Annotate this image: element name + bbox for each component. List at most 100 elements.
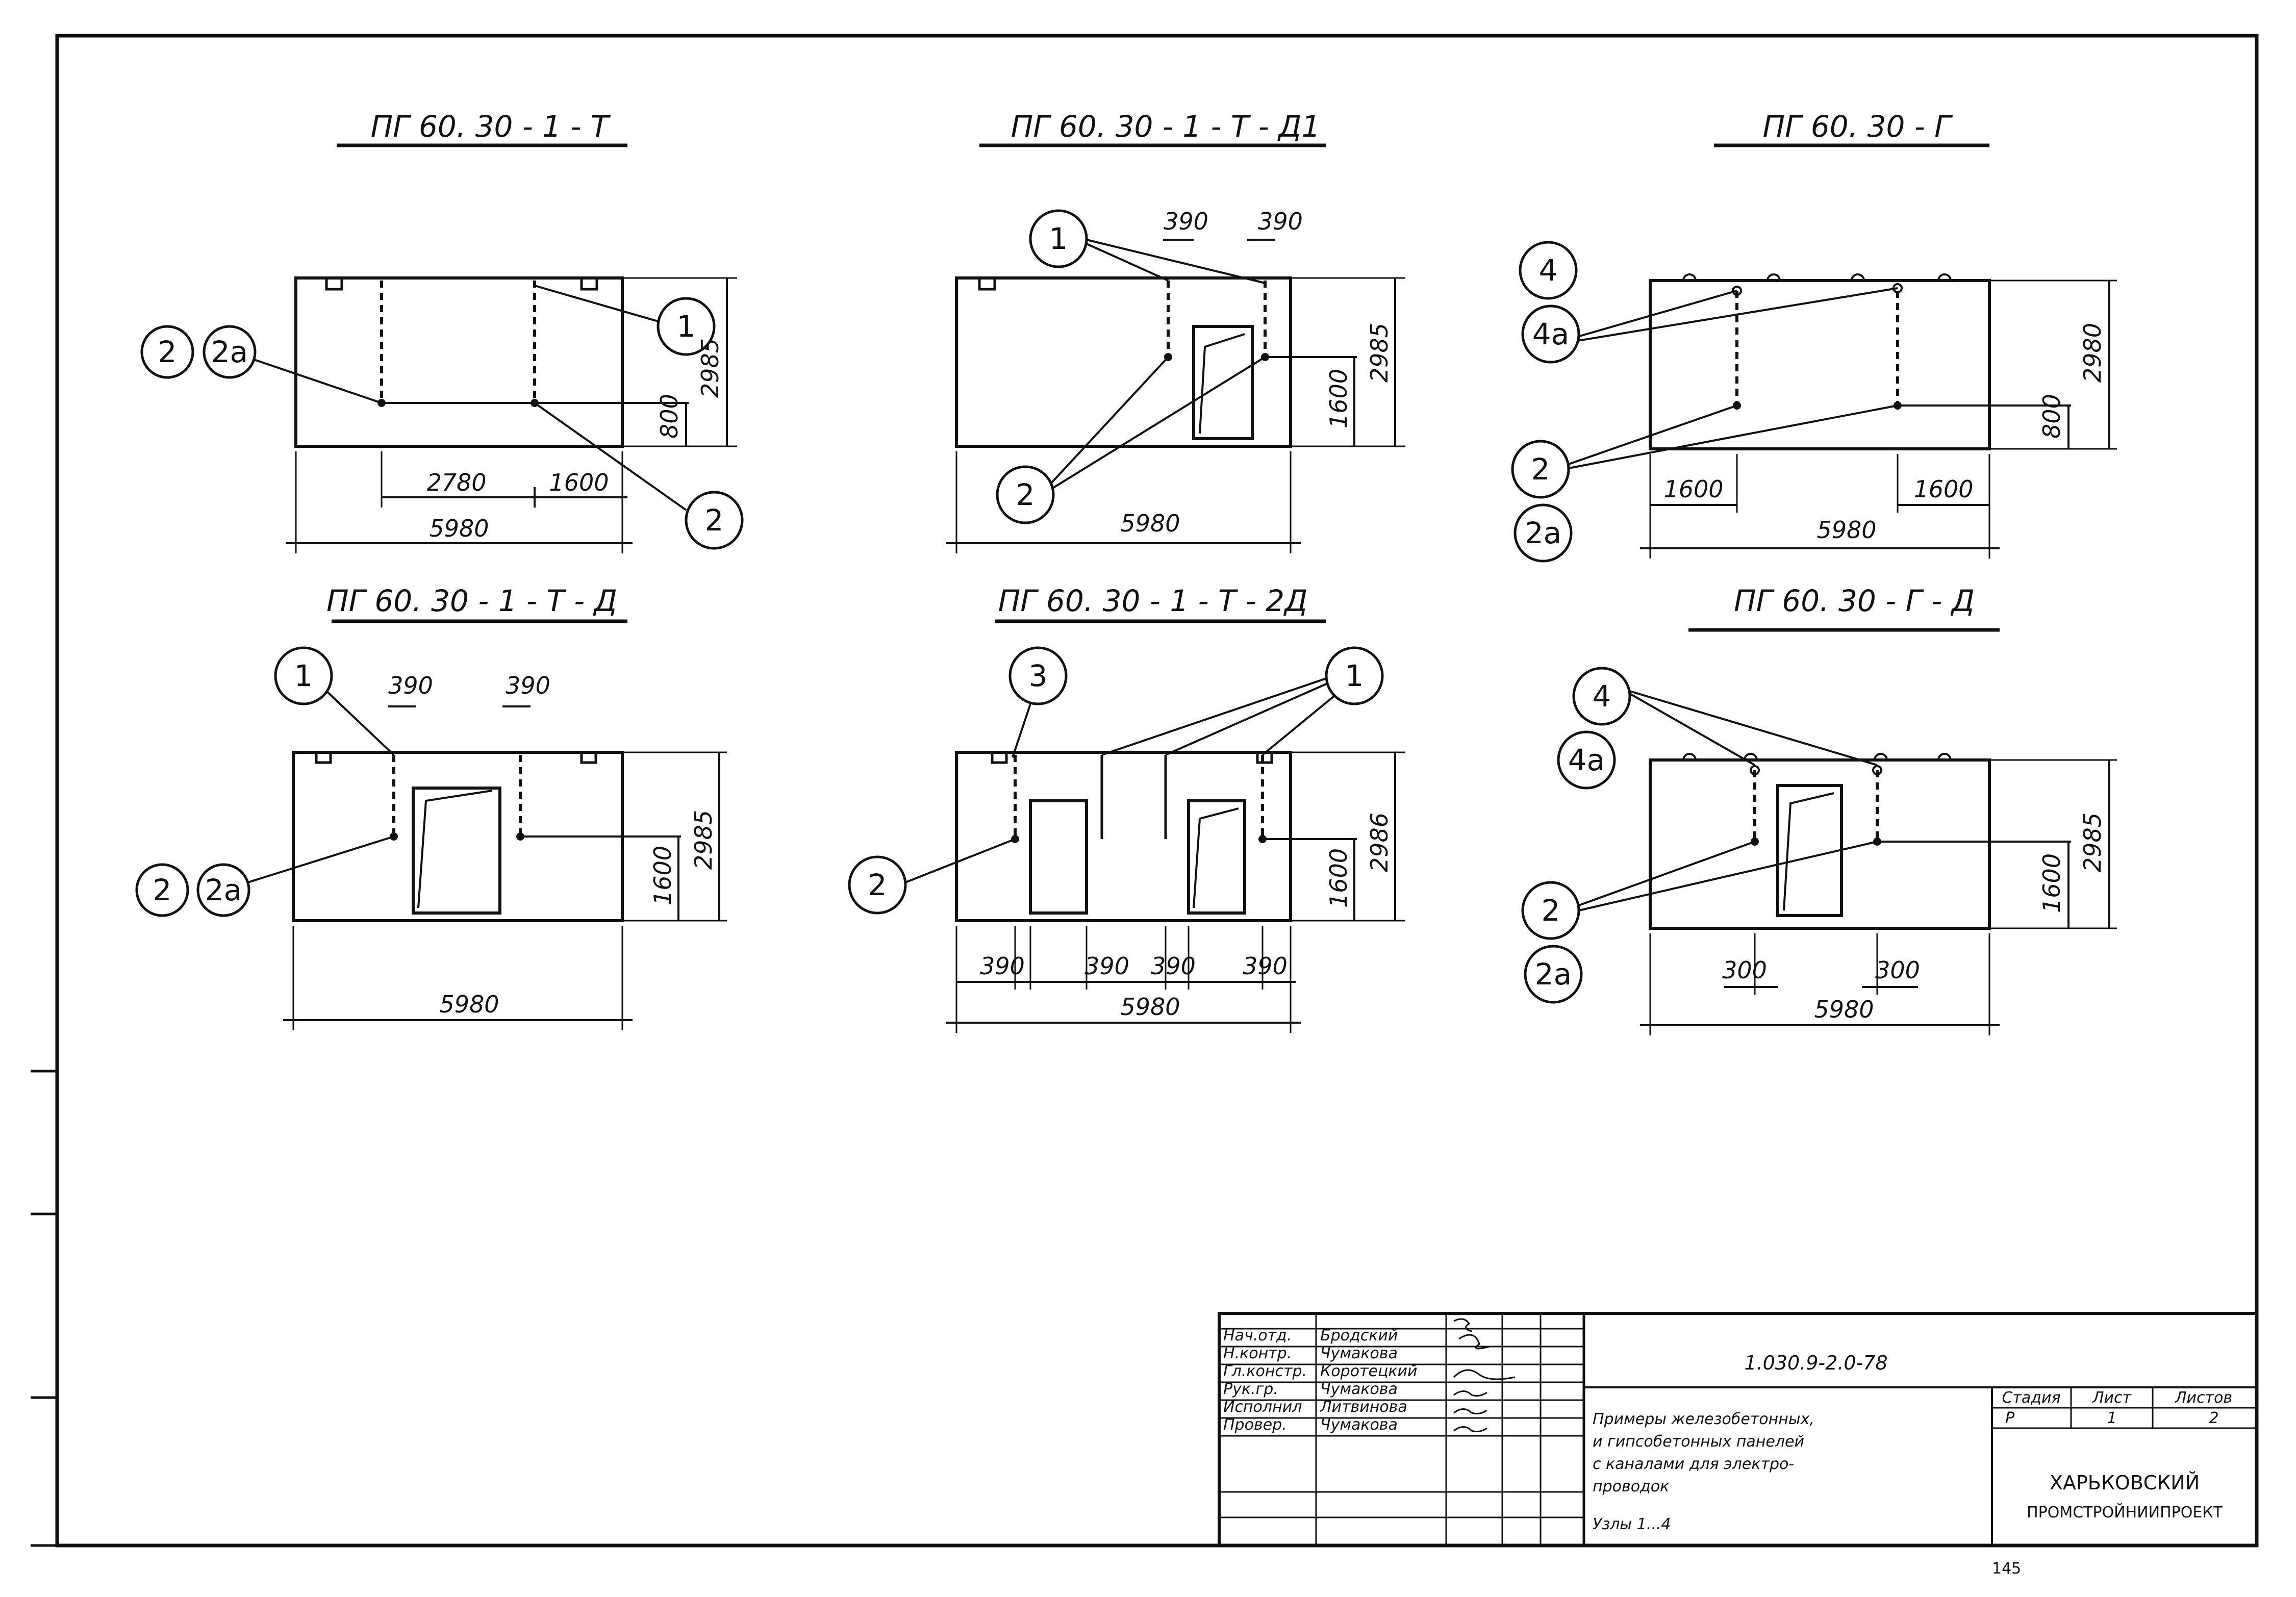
mid-height-label: 1600 (2038, 853, 2065, 913)
length-label: 5980 (1814, 996, 1874, 1023)
callout-circle (135, 863, 189, 917)
width-label: 390 (506, 672, 550, 699)
leader-line (1101, 677, 1327, 756)
height-label: 2986 (1366, 813, 1393, 872)
callout-circle (1524, 945, 1583, 1004)
panel-pg60-30-1-t: ПГ 60. 30 - 1 - Т 2985 800 2780 1600 598… (140, 109, 744, 553)
description-line: с каналами для электро- (1593, 1455, 1794, 1473)
person-name: Чумакова (1320, 1416, 1398, 1434)
callout-label: 2 (1531, 452, 1550, 487)
panel-title: ПГ 60. 30 - 1 - Т - Д (326, 584, 617, 618)
leader-line (534, 285, 659, 322)
lifting-loop (1682, 753, 1952, 761)
role-label: Нач.отд. (1223, 1327, 1292, 1345)
length-label: 5980 (1816, 516, 1876, 544)
callout-label: 1 (294, 658, 313, 693)
role-label: Рук.гр. (1223, 1380, 1278, 1398)
panel-title: ПГ 60. 30 - Г (1763, 109, 1954, 144)
role-label: Н.контр. (1223, 1345, 1292, 1362)
height-label: 2980 (2079, 323, 2106, 383)
leader-line (534, 402, 687, 511)
door-swing (1193, 807, 1239, 908)
sheet-value: 1 (2107, 1409, 2116, 1427)
callout-label: 1 (1049, 221, 1068, 256)
organization-name: ПРОМСТРОЙНИИПРОЕКТ (2027, 1503, 2223, 1522)
callout-label: 2 (158, 335, 177, 369)
junction-box (1732, 286, 1742, 296)
stage-value: Р (2005, 1409, 2015, 1427)
dim-b-label: 300 (1875, 956, 1920, 984)
callout-label: 2 (1016, 477, 1035, 512)
page-number: 145 (1992, 1560, 2021, 1578)
leader-line (1012, 703, 1031, 758)
callout-circle (203, 325, 257, 379)
callout-circle (1557, 730, 1616, 790)
callout-circle (140, 325, 194, 379)
bay-width-label: 390 (1084, 952, 1129, 980)
dim-b-label: 1600 (549, 469, 609, 496)
mid-height-label: 1600 (1325, 369, 1352, 428)
leader-line (1578, 841, 1878, 911)
panel-pg60-30-g-d: ПГ 60. 30 - Г - Д 2985 1600 300 300 5980 (1521, 584, 2117, 1035)
length-label: 5980 (1120, 510, 1180, 537)
junction-box (1872, 765, 1882, 775)
person-name: Чумакова (1320, 1345, 1398, 1362)
callout-label: 2 (1542, 893, 1560, 928)
callout-label: 1 (1345, 658, 1364, 693)
callout-label: 2a (211, 335, 248, 369)
leader-line (254, 359, 382, 404)
description-line: Примеры железобетонных, (1593, 1410, 1814, 1428)
panel-title: ПГ 60. 30 - Г - Д (1734, 584, 1975, 618)
callout-label: 2a (1535, 957, 1572, 992)
callout-circle (1519, 241, 1578, 300)
width-label: 390 (1164, 208, 1208, 235)
panel-pg60-30-g: ПГ 60. 30 - Г 2980 800 1600 1600 5980 4 … (1511, 109, 2117, 563)
dim-b-label: 1600 (1913, 475, 1973, 503)
door-swing (1199, 333, 1245, 434)
callout-circle (685, 491, 744, 550)
document-code: 1.030.9-2.0-78 (1744, 1352, 1887, 1374)
callout-label: 2 (705, 503, 724, 538)
leader-line (1578, 841, 1755, 906)
organization-name: ХАРЬКОВСКИЙ (2050, 1472, 2200, 1494)
panel-pg60-30-1-t-d1: ПГ 60. 30 - 1 - Т - Д1 390 390 2985 1600… (946, 109, 1405, 553)
door-swing (1783, 792, 1834, 911)
height-label: 2985 (1366, 323, 1393, 383)
panel-outline (1649, 758, 1991, 930)
panel-title: ПГ 60. 30 - 1 - Т (371, 109, 611, 144)
panel-notch (991, 752, 1273, 764)
leader-line (1577, 290, 1737, 338)
length-label: 5980 (439, 991, 499, 1018)
callout-circle (1572, 667, 1631, 726)
leader-line (1165, 682, 1328, 756)
role-label: Исполнил (1223, 1398, 1302, 1416)
callout-label: 2 (153, 873, 172, 907)
door-opening (1192, 325, 1254, 440)
role-label: Провер. (1223, 1416, 1287, 1434)
door-swing (417, 790, 493, 908)
leader-line (905, 838, 1016, 883)
callout-label: 4 (1539, 253, 1558, 288)
person-name: Литвинова (1320, 1398, 1407, 1416)
callout-label: 2a (205, 873, 242, 907)
callout-circle (996, 465, 1055, 524)
bay-width-label: 390 (1151, 952, 1196, 980)
panel-notch (978, 278, 996, 291)
callout-circle (1521, 305, 1580, 364)
junction-box (1750, 765, 1760, 775)
leader-line (1086, 239, 1266, 284)
height-label: 2985 (2079, 813, 2106, 872)
door-opening (412, 787, 501, 915)
drawing-frame (55, 34, 2259, 1548)
callout-label: 2a (1525, 516, 1561, 550)
callout-circle (274, 646, 333, 705)
leader-line (1050, 356, 1169, 485)
callout-label: 1 (677, 309, 696, 344)
bay-width-label: 390 (1243, 952, 1288, 980)
panel-outline (294, 276, 624, 448)
leader-line (1261, 695, 1335, 756)
callout-circle (1325, 646, 1384, 705)
sheets-header: Листов (2175, 1389, 2232, 1407)
person-name: Коротецкий (1320, 1362, 1418, 1380)
